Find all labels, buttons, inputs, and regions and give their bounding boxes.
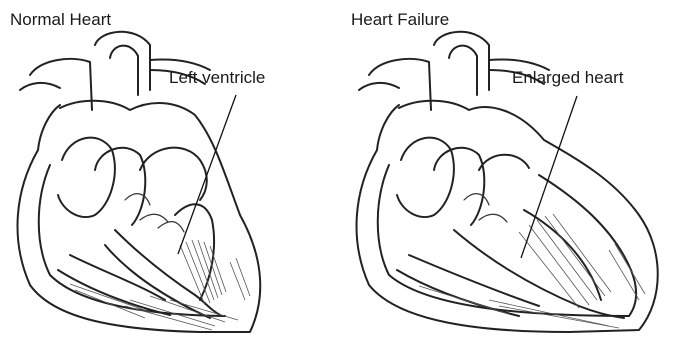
normal-heart-drawing bbox=[0, 0, 339, 339]
normal-heart-panel: Normal Heart bbox=[0, 0, 339, 339]
enlarged-heart-label: Enlarged heart bbox=[512, 68, 624, 88]
left-ventricle-pointer bbox=[178, 95, 236, 254]
enlarged-heart-pointer bbox=[521, 96, 577, 258]
left-ventricle-label: Left ventricle bbox=[169, 68, 265, 88]
enlarged-heart-drawing bbox=[339, 0, 678, 339]
heart-failure-panel: Heart Failure bbox=[339, 0, 678, 339]
